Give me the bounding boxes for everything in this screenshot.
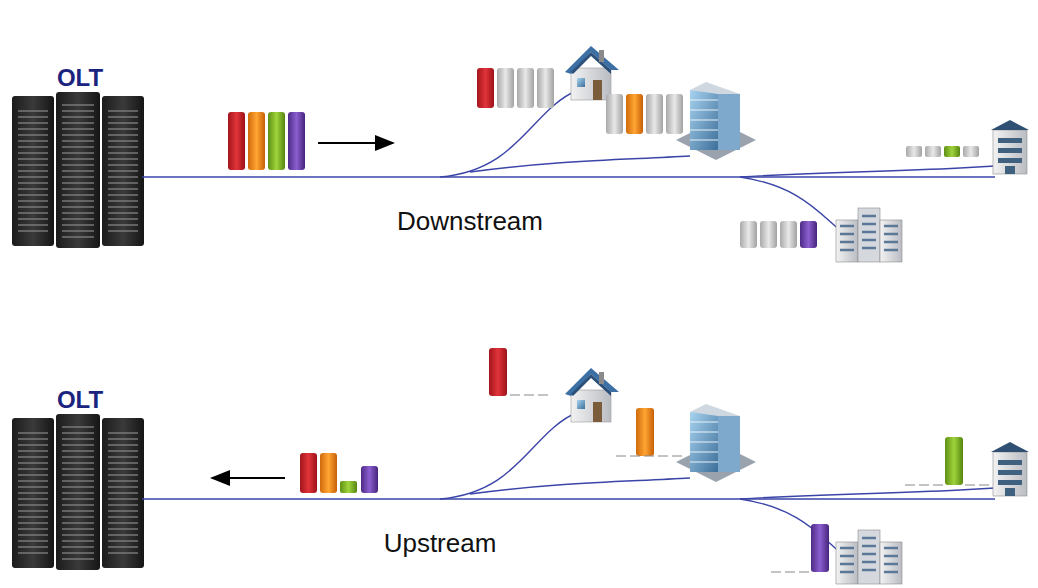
device-label: OLT — [57, 64, 103, 92]
direction-label: Upstream — [384, 528, 497, 559]
direction-label: Downstream — [397, 206, 543, 237]
device-label: OLT — [57, 386, 103, 414]
